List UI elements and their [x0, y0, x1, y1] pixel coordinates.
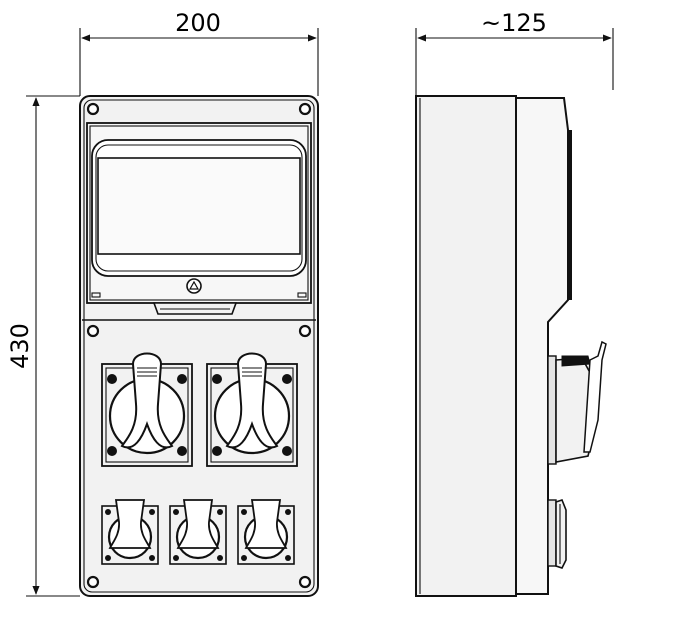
side-large-socket [547, 340, 607, 465]
large-socket-left [101, 352, 193, 467]
small-socket-1 [101, 499, 159, 565]
dimension-depth: ~125 [415, 9, 614, 96]
small-socket-2 [169, 499, 227, 565]
dimension-height-label: 430 [6, 323, 34, 369]
mounting-hole-icon [298, 575, 312, 589]
dimension-width: 200 [79, 9, 319, 96]
side-cover [515, 97, 569, 595]
front-view [79, 95, 319, 597]
side-view [415, 95, 607, 597]
mounting-hole-icon [86, 102, 100, 116]
side-base [415, 95, 517, 597]
mounting-hole-icon [298, 324, 312, 338]
dimension-width-label: 200 [175, 9, 221, 37]
mounting-hole-icon [298, 102, 312, 116]
mounting-hole-icon [86, 324, 100, 338]
side-window-edge [568, 130, 572, 300]
mounting-hole-icon [86, 575, 100, 589]
large-socket-right [206, 352, 298, 467]
dimension-depth-label: ~125 [481, 9, 547, 37]
side-small-socket [547, 499, 567, 569]
dimension-height: 430 [6, 95, 80, 597]
window-glass [97, 157, 301, 255]
small-socket-3 [237, 499, 295, 565]
